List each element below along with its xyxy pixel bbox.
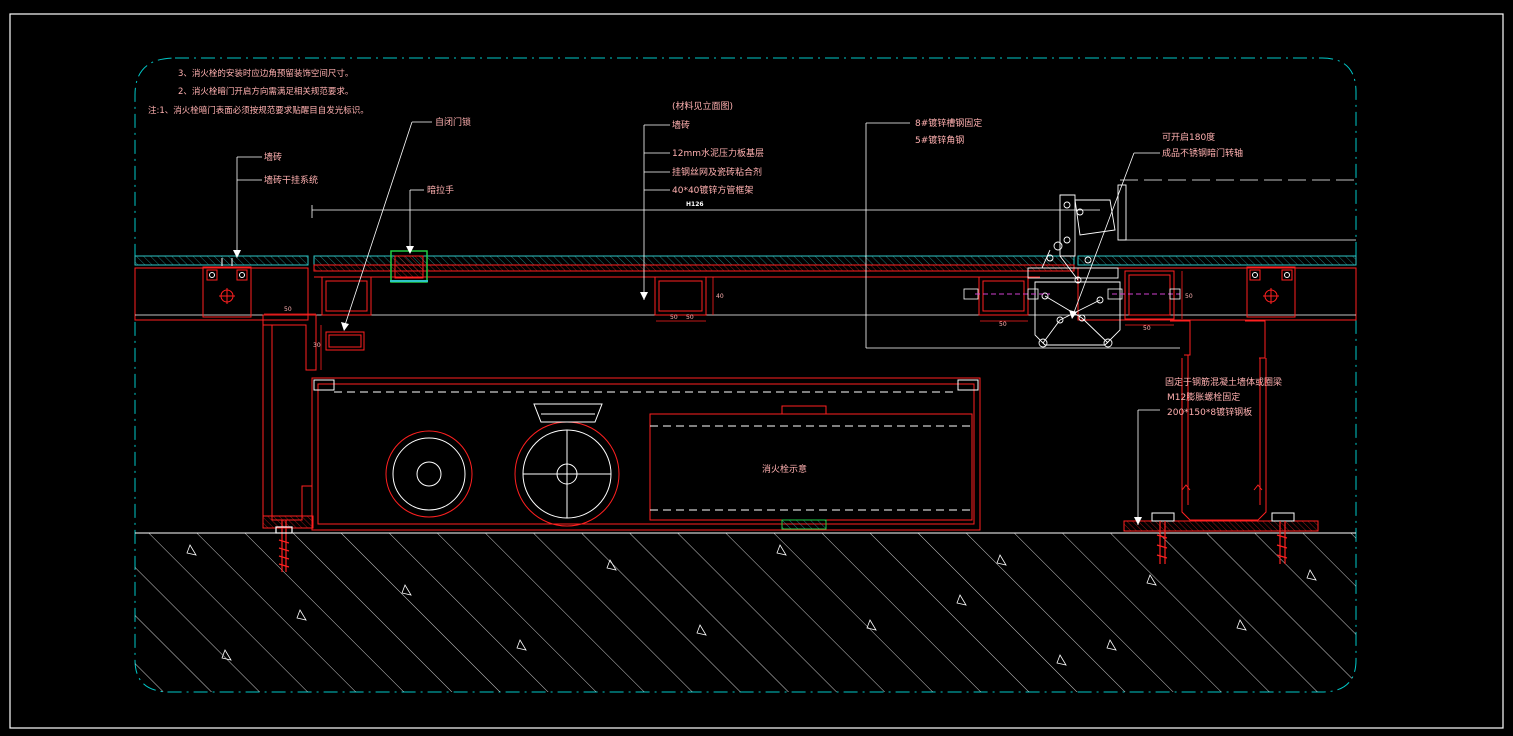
handle-detail [390,250,428,283]
left-angle-column [262,314,317,529]
label-handle: 暗拉手 [427,184,454,196]
label-fix2: M12膨胀螺栓固定 [1167,391,1240,403]
labels: 墙砖 墙砖干挂系统 自闭门锁 暗拉手 (材料见立面图) 墙砖 12mm水泥压力板… [264,100,1282,475]
square-tube-4 [978,276,1029,316]
label-open180: 可开启180度 [1162,131,1215,143]
dim-50f: 50 [1185,293,1193,300]
dim-40: 40 [716,293,724,300]
label-glue: 挂钢丝网及瓷砖粘合剂 [672,166,762,178]
square-tube-3 [654,276,707,316]
note-3: 3、消火栓的安装时应边角预留装饰空间尺寸。 [178,68,353,79]
label-board: 12mm水泥压力板基层 [672,147,764,159]
left-anchor-bolt [275,520,293,572]
hydrant-cabinet [311,377,981,531]
dim-50a: 50 [284,306,292,313]
hinge-mechanism [1027,184,1127,348]
arrow-board [640,292,648,300]
arrow-stone [233,250,241,258]
label-stone-mid: 墙砖 [672,119,690,131]
label-tag: H126 [686,201,704,208]
label-fix1: 固定于钢筋混凝土墙体或圈梁 [1165,376,1282,388]
label-fix3: 200*150*8镀锌钢板 [1167,406,1252,418]
square-tube-5 [1124,270,1175,320]
dim-30: 30 [313,342,321,349]
right-base-plate [1123,355,1319,532]
back-rail-left [134,267,309,321]
dim-50d: 50 [999,321,1007,328]
label-stone-top: 墙砖 [264,151,282,163]
square-tube-1 [321,276,372,316]
right-bracket [1246,266,1296,318]
stone-panel [134,255,1357,266]
label-stone-system: 墙砖干挂系统 [264,174,318,186]
label-hinge-right: 成品不锈钢暗门转轴 [1162,147,1243,159]
right-anchor-bolts [1156,521,1288,564]
square-tube-2 [325,331,365,351]
label-cabinet: 消火栓示意 [762,463,807,475]
notes-block: 3、消火栓的安装时应边角预留装饰空间尺寸。 2、消火栓暗门开启方向需满足相关规范… [148,68,369,116]
label-steel-5: 5#镀锌角钢 [915,134,964,146]
back-rail-right [1077,267,1357,321]
label-material-ref: (材料见立面图) [672,100,733,112]
drawing-frame [9,13,1504,729]
label-hinge-top: 自闭门锁 [435,116,471,128]
left-bracket [202,258,252,318]
concrete-base [135,532,1356,692]
dim-50c: 50 [686,314,694,321]
note-2: 2、消火栓暗门开启方向需满足相关规范要求。 [178,86,353,97]
note-1: 注:1、消火栓暗门表面必须按规范要求贴醒目自发光标识。 [148,105,369,116]
cement-board [313,264,1075,272]
label-steel-8: 8#镀锌槽钢固定 [915,117,982,129]
arrow-handle [406,246,414,254]
leader-lines [236,121,1180,525]
arrow-hinge [341,322,349,331]
label-frame: 40*40镀锌方管框架 [672,184,753,196]
arrow-base [1134,517,1142,525]
dim-50b: 50 [670,314,678,321]
through-bolts [963,288,1181,300]
dim-50e: 50 [1143,325,1151,332]
arrow-right-hinge [1069,310,1077,319]
